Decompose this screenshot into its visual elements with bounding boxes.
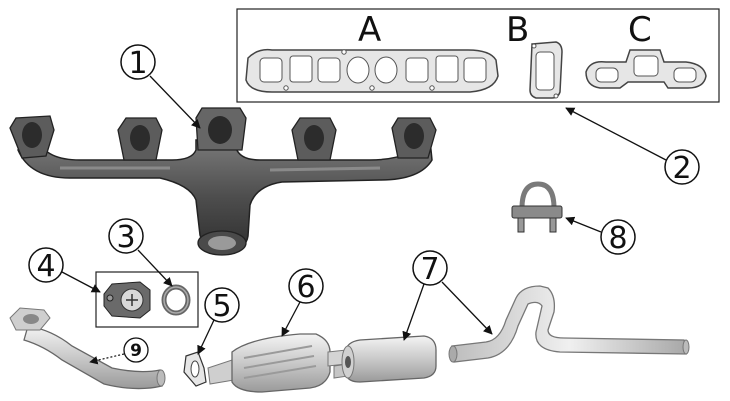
catalytic-converter-icon [207,333,349,393]
exhaust-manifold-icon [9,107,437,256]
letter-b: B [506,10,529,50]
callout-3-number: 3 [116,220,135,255]
callout-4-number: 4 [36,249,55,284]
callout-9: 9 [89,337,149,365]
callout-2-number: 2 [672,151,691,186]
flange-seal-box [95,271,199,328]
down-pipe-icon [9,307,166,390]
callout-4: 4 [28,247,101,293]
small-flange-gasket-icon [183,351,207,387]
letter-a: A [358,10,381,50]
callout-9-number: 9 [130,341,142,361]
callout-8-number: 8 [608,221,627,256]
muffler-icon [333,335,437,383]
square-flange-gasket-icon [529,41,563,99]
callout-5-number: 5 [212,289,231,324]
callout-7: 7 [402,250,493,341]
exhaust-flange-icon [103,281,151,319]
doughnut-seal-icon [161,284,191,316]
u-bolt-clamp-icon [511,181,563,233]
callout-2: 2 [565,107,700,186]
callout-1: 1 [120,44,201,129]
callout-8: 8 [565,216,636,256]
tail-pipe-icon [448,285,690,363]
callout-3: 3 [108,218,173,287]
callout-1-number: 1 [128,46,147,81]
intake-exhaust-gasket-icon [245,48,499,93]
double-port-gasket-icon [585,49,707,89]
callout-7-number: 7 [420,252,439,287]
callout-6-number: 6 [296,270,315,305]
gasket-set-box: A B C [236,8,720,103]
callout-5: 5 [197,287,240,355]
letter-c: C [628,10,652,50]
callout-6: 6 [281,268,324,337]
